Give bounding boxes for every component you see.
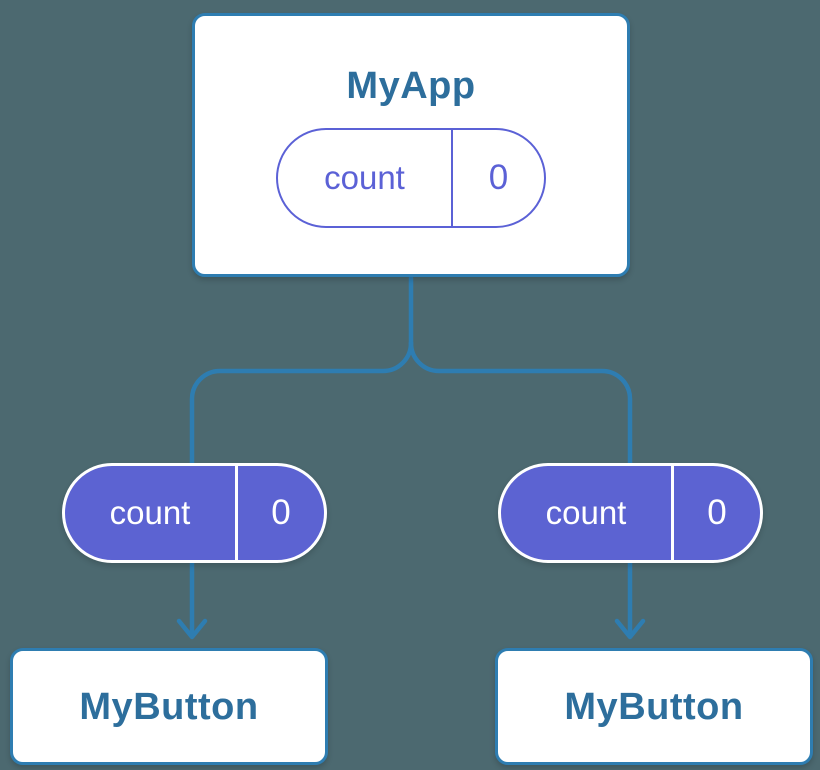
node-title: MyApp (346, 65, 476, 107)
prop-value: 0 (707, 493, 727, 532)
node-title: MyButton (564, 685, 744, 728)
node-myapp: MyApp count 0 (192, 13, 630, 277)
prop-pill-right: count 0 (498, 463, 763, 563)
arrow-down-icon (614, 618, 646, 640)
prop-pill-left: count 0 (62, 463, 327, 563)
prop-name: count (501, 466, 674, 560)
arrow-down-icon (176, 618, 208, 640)
node-title: MyButton (79, 685, 259, 728)
state-pill: count 0 (276, 128, 546, 228)
right-branch-line (408, 340, 633, 639)
state-name: count (278, 130, 453, 226)
node-mybutton-right: MyButton (495, 648, 813, 765)
node-mybutton-left: MyButton (10, 648, 328, 765)
state-value: 0 (488, 158, 509, 197)
left-branch-line (189, 340, 414, 639)
prop-name: count (65, 466, 238, 560)
prop-value: 0 (271, 493, 291, 532)
